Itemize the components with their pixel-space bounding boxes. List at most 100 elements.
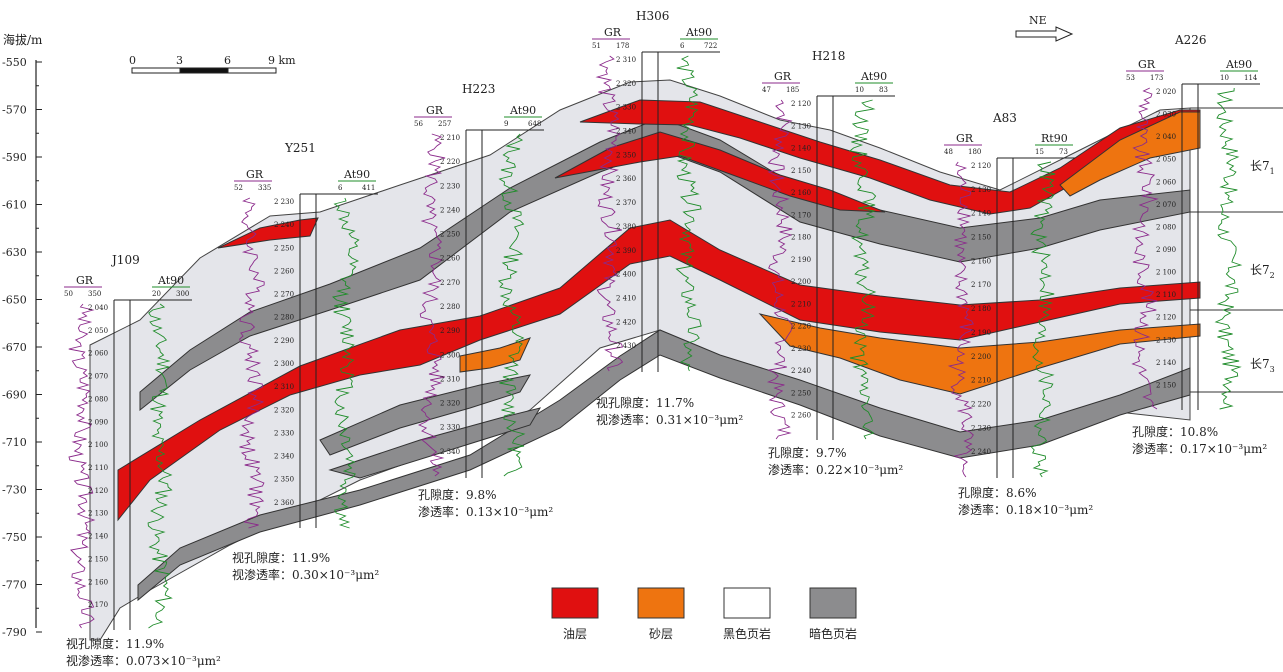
depth-label: 2 060	[88, 350, 108, 358]
depth-label: 2 140	[971, 210, 991, 218]
porosity-text: 视孔隙度：11.7%	[596, 395, 694, 410]
permeability-text: 渗透率：0.18×10⁻³μm²	[958, 502, 1093, 517]
well-name: A83	[992, 111, 1017, 125]
permeability-text: 渗透率：0.13×10⁻³μm²	[418, 504, 553, 519]
depth-label: 2 170	[971, 281, 991, 289]
axis-tick-label: -550	[2, 56, 27, 69]
legend-label: 暗色页岩	[809, 626, 857, 641]
res-range-max: 114	[1244, 74, 1258, 82]
res-label: Rt90	[1041, 132, 1068, 145]
depth-label: 2 270	[440, 279, 460, 287]
depth-label: 2 080	[88, 395, 108, 403]
depth-label: 2 380	[616, 223, 636, 231]
porosity-text: 孔隙度：9.8%	[418, 487, 497, 502]
axis-tick-label: -610	[2, 199, 27, 212]
axis-tick-label: -650	[2, 294, 27, 307]
gr-label: GR	[956, 132, 974, 145]
well-name: Y251	[284, 141, 316, 155]
depth-label: 2 130	[971, 186, 991, 194]
zone-label-2: 长72	[1250, 263, 1275, 280]
legend: 油层砂层黑色页岩暗色页岩	[551, 587, 857, 641]
depth-label: 2 410	[616, 294, 636, 302]
porosity-text: 孔隙度：10.8%	[1132, 424, 1218, 439]
res-label: At90	[343, 168, 370, 181]
depth-label: 2 090	[1156, 246, 1176, 254]
depth-label: 2 180	[791, 234, 811, 242]
axis-title: 海拔/m	[3, 32, 43, 47]
depth-label: 2 130	[791, 122, 811, 130]
legend-swatch	[551, 587, 599, 619]
legend-swatch	[723, 587, 771, 619]
depth-label: 2 210	[971, 377, 991, 385]
depth-label: 2 360	[616, 175, 636, 183]
resistivity-curve	[848, 99, 877, 440]
direction-label: NE	[1029, 14, 1047, 27]
depth-label: 2 130	[88, 510, 108, 518]
oil-layer-upper-2	[554, 131, 886, 213]
depth-label: 2 140	[791, 145, 811, 153]
res-range-max: 648	[528, 120, 541, 128]
depth-label: 2 150	[971, 234, 991, 242]
gr-range-max: 178	[616, 42, 629, 50]
resistivity-curve	[331, 197, 360, 529]
depth-label: 2 120	[971, 162, 991, 170]
depth-label: 2 200	[791, 278, 811, 286]
depth-label: 2 420	[616, 318, 636, 326]
axis-tick-label: -750	[2, 531, 27, 544]
gr-label: GR	[604, 26, 622, 39]
gr-range-max: 173	[1150, 74, 1163, 82]
resistivity-curve	[675, 55, 702, 372]
gr-label: GR	[774, 70, 792, 83]
depth-label: 2 220	[791, 323, 811, 331]
depth-label: 2 310	[616, 56, 636, 64]
axis-tick-label: -690	[2, 389, 27, 402]
depth-label: 2 040	[88, 304, 108, 312]
depth-label: 2 020	[1156, 88, 1176, 96]
res-range-max: 83	[879, 86, 888, 94]
depth-label: 2 050	[1156, 156, 1176, 164]
axis-tick-label: -790	[2, 626, 27, 639]
depth-label: 2 330	[440, 424, 460, 432]
zone-label-3: 长73	[1250, 357, 1275, 374]
depth-label: 2 230	[274, 198, 294, 206]
depth-label: 2 370	[616, 199, 636, 207]
permeability-text: 视渗透率：0.30×10⁻³μm²	[232, 567, 379, 582]
depth-label: 2 350	[616, 151, 636, 159]
depth-label: 2 210	[791, 300, 811, 308]
res-range-min: 6	[680, 42, 685, 50]
gr-range-min: 52	[234, 184, 243, 192]
depth-label: 2 270	[274, 291, 294, 299]
gr-label: GR	[246, 168, 264, 181]
res-range-max: 411	[362, 184, 375, 192]
depth-label: 2 250	[274, 244, 294, 252]
depth-label: 2 290	[440, 327, 460, 335]
gr-range-min: 50	[64, 290, 73, 298]
depth-label: 2 160	[791, 189, 811, 197]
depth-label: 2 340	[616, 128, 636, 136]
resistivity-curve	[497, 133, 526, 477]
depth-label: 2 260	[440, 255, 460, 263]
depth-label: 2 260	[274, 267, 294, 275]
depth-label: 2 120	[791, 100, 811, 108]
res-label: At90	[685, 26, 712, 39]
gr-range-min: 48	[944, 148, 953, 156]
well-name: H223	[462, 82, 495, 96]
permeability-text: 视渗透率：0.073×10⁻³μm²	[66, 653, 221, 668]
well-name: A226	[1174, 33, 1207, 47]
depth-label: 2 230	[440, 182, 460, 190]
depth-label: 2 120	[88, 487, 108, 495]
res-label: At90	[860, 70, 887, 83]
gr-curve	[417, 133, 446, 477]
depth-label: 2 040	[1156, 133, 1176, 141]
axis-tick-label: -630	[2, 246, 27, 259]
depth-label: 2 130	[1156, 336, 1176, 344]
depth-label: 2 170	[791, 211, 811, 219]
depth-label: 2 390	[616, 247, 636, 255]
